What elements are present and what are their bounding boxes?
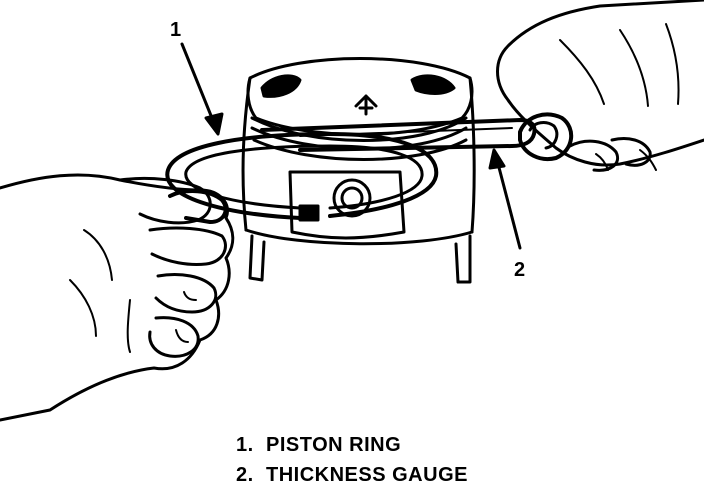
legend-item-piston-ring: 1.PISTON RING <box>236 430 468 460</box>
callout-number-2: 2 <box>514 259 525 281</box>
piston-ring-diagram: 1 2 <box>0 0 704 430</box>
legend-number: 1. <box>236 430 266 460</box>
skirt-leg-left <box>250 236 264 280</box>
crown-arrow-mark <box>356 96 376 114</box>
leader-line-2 <box>496 156 520 248</box>
callout-number-1: 1 <box>170 19 181 41</box>
left-little-finger <box>150 318 198 357</box>
leader-arrow-1 <box>206 114 222 134</box>
valve-relief-right <box>412 76 454 94</box>
piston-ring-gap <box>300 206 318 220</box>
left-hand-outline <box>0 175 233 420</box>
piston <box>243 59 474 283</box>
left-middle-finger <box>150 228 225 265</box>
legend: 1.PISTON RING 2.THICKNESS GAUGE <box>236 430 468 490</box>
left-hand-detail <box>70 230 130 352</box>
legend-item-thickness-gauge: 2.THICKNESS GAUGE <box>236 460 468 490</box>
left-hand <box>0 175 233 420</box>
legend-label: PISTON RING <box>266 434 401 456</box>
right-hand-detail <box>560 24 679 106</box>
legend-label: THICKNESS GAUGE <box>266 464 468 486</box>
left-knuckle-marks <box>176 292 196 342</box>
piston-right-wall <box>470 78 474 232</box>
right-hand <box>498 0 704 170</box>
skirt-leg-right <box>456 236 470 282</box>
left-ring-finger <box>156 275 216 313</box>
valve-relief-left <box>262 76 300 97</box>
legend-number: 2. <box>236 460 266 490</box>
leader-arrow-2 <box>490 150 504 168</box>
